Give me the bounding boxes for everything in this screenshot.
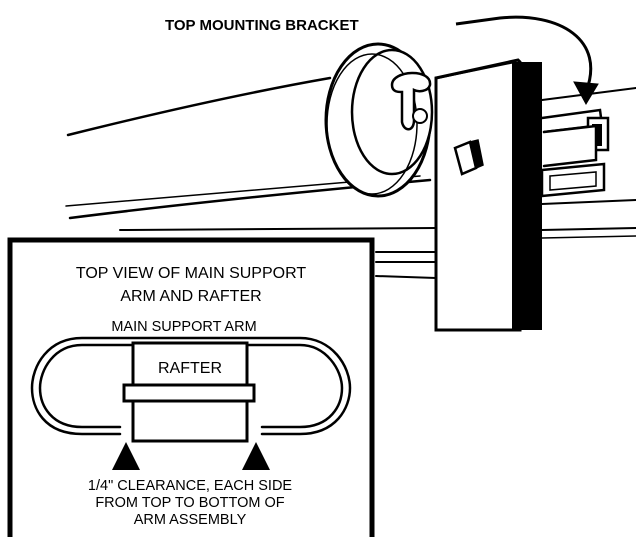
main-support-arm-label: MAIN SUPPORT ARM [111, 319, 256, 335]
mounting-bracket [540, 87, 636, 239]
clearance-triangle-icon [242, 442, 270, 470]
rails [119, 227, 437, 279]
clearance-note-line2: FROM TOP TO BOTTOM OF [95, 495, 284, 511]
rafter-block [122, 341, 256, 443]
clearance-note-line3: ARM ASSEMBLY [134, 512, 247, 528]
awning-drawing [65, 42, 636, 332]
rafter-label: RAFTER [158, 360, 222, 377]
inset-title-line1: TOP VIEW OF MAIN SUPPORT [76, 265, 306, 282]
callout: TOP MOUNTING BRACKET [165, 15, 599, 106]
callout-label: TOP MOUNTING BRACKET [165, 17, 359, 34]
clearance-triangle-icon [112, 442, 140, 470]
support-arm-upright [434, 58, 542, 332]
curved-arrow-icon [455, 15, 599, 106]
roller-end-cap [324, 42, 434, 198]
clearance-note-line1: 1/4" CLEARANCE, EACH SIDE [88, 478, 293, 494]
top-view-inset: TOP VIEW OF MAIN SUPPORT ARM AND RAFTER … [7, 237, 375, 537]
inset-title-line2: ARM AND RAFTER [120, 288, 261, 305]
